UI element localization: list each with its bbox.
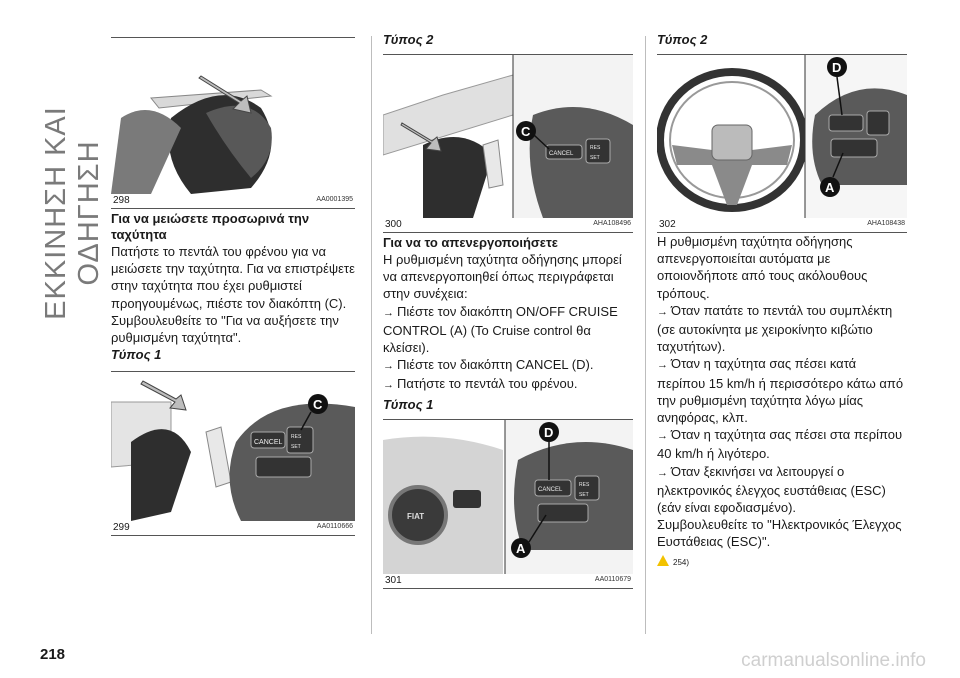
fiat-logo: FIAT <box>407 512 424 521</box>
arrow-icon: → <box>657 305 668 318</box>
arrow-icon: → <box>383 360 394 373</box>
type-label: Τύπος 1 <box>383 396 434 412</box>
paragraph: Συμβουλευθείτε το "Ηλεκτρονικός Έλεγχος … <box>657 517 902 550</box>
svg-text:SET: SET <box>579 492 589 498</box>
arrow-icon: → <box>383 306 394 319</box>
section-heading: Για να μειώσετε προσωρινά την ταχύτητα <box>111 211 310 242</box>
figure-number: 302 <box>659 219 676 230</box>
cancel-label: CANCEL <box>254 439 283 446</box>
section-heading: Για να το απενεργοποιήσετε <box>383 235 558 250</box>
svg-text:C: C <box>521 124 531 139</box>
steering-wheel-switch-illustration: FIAT CANCEL RES SET D A <box>383 419 633 574</box>
list-item: →Όταν πατάτε το πεντάλ του συμπλέκτη (σε… <box>657 302 893 355</box>
list-item: →Όταν η ταχύτητα σας πέσει στα περίπου 4… <box>657 427 903 462</box>
arrow-icon: → <box>657 359 668 372</box>
arrow-icon: → <box>657 466 668 479</box>
warning-reference: 254) <box>657 554 907 567</box>
list-item: →Όταν η ταχύτητα σας πέσει κατά περίπου … <box>657 356 904 426</box>
column-divider <box>645 36 646 634</box>
column-divider <box>371 36 372 634</box>
figure-300: CANCEL RES SET C 300 AHA108496 <box>383 54 633 233</box>
list-item: →Πιέστε τον διακόπτη ON/OFF CRUISE CONTR… <box>383 303 618 356</box>
column-1: 298 AA0001395 Για να μειώσετε προσωρινά τ… <box>111 30 355 537</box>
figure-code: AHA108496 <box>593 220 631 227</box>
figure-number: 298 <box>113 195 130 206</box>
steering-wheel-illustration: D A <box>657 55 907 218</box>
figure-number: 300 <box>385 219 402 230</box>
svg-text:CANCEL: CANCEL <box>538 487 563 493</box>
figure-code: AA0110666 <box>316 523 353 531</box>
callout-a <box>511 537 531 558</box>
svg-text:RES: RES <box>579 482 590 488</box>
figure-number: 299 <box>113 522 130 534</box>
callout-a <box>820 177 840 197</box>
paragraph: Η ρυθμισμένη ταχύτητα οδήγησης μπορεί να… <box>383 252 622 302</box>
figure-code: AHA108438 <box>867 220 905 227</box>
column-2: Τύπος 2 CANCEL RES SET C 300 AHA108496 <box>383 30 633 589</box>
warning-icon <box>657 554 669 566</box>
stalk-illustration <box>111 38 355 194</box>
res-label: RES <box>291 434 302 440</box>
page-number: 218 <box>40 646 66 663</box>
stalk-switch-illustration: CANCEL RES SET C <box>383 55 633 218</box>
type-label: Τύπος 2 <box>657 32 708 47</box>
figure-299: CANCEL RES SET C 299 AA0110666 <box>111 371 355 537</box>
svg-text:D: D <box>544 425 553 440</box>
svg-text:A: A <box>516 541 526 556</box>
arrow-icon: → <box>383 379 394 392</box>
figure-298: 298 AA0001395 <box>111 37 355 209</box>
paragraph: Πατήστε το πεντάλ του φρένου για να μειώ… <box>111 244 355 346</box>
set-label: SET <box>291 444 301 450</box>
svg-text:SET: SET <box>590 155 600 161</box>
sidebar: ΕΚΚΙΝΗΣΗ ΚΑΙ ΟΔΗΓΗΣΗ <box>40 40 105 340</box>
figure-code: AA0110679 <box>594 575 631 583</box>
figure-302: D A 302 AHA108438 <box>657 54 907 233</box>
svg-text:A: A <box>825 180 835 195</box>
figure-code: AA0001395 <box>316 196 353 203</box>
type-label: Τύπος 2 <box>383 32 434 47</box>
list-item: →Πατήστε το πεντάλ του φρένου. <box>383 375 633 394</box>
callout-d <box>539 421 559 442</box>
paragraph: Η ρυθμισμένη ταχύτητα οδήγησης απενεργοπ… <box>657 234 868 301</box>
svg-text:C: C <box>313 397 323 412</box>
svg-text:D: D <box>832 60 841 75</box>
arrow-icon: → <box>657 430 668 443</box>
chapter-title: ΕΚΚΙΝΗΣΗ ΚΑΙ ΟΔΗΓΗΣΗ <box>40 106 105 320</box>
figure-301: FIAT CANCEL RES SET D A 301 AA0110679 <box>383 418 633 589</box>
column-3: Τύπος 2 D A 302 AHA108438 <box>657 30 907 567</box>
svg-text:RES: RES <box>590 145 601 151</box>
type-label: Τύπος 1 <box>111 347 162 363</box>
list-item: →Όταν ξεκινήσει να λειτουργεί ο ηλεκτρον… <box>657 463 886 516</box>
callout-d <box>827 57 847 77</box>
callout-c <box>308 394 328 415</box>
watermark: carmanualsonline.info <box>741 650 926 671</box>
figure-number: 301 <box>385 574 402 586</box>
callout-c <box>516 121 536 141</box>
steering-switch-illustration: CANCEL RES SET C <box>111 372 355 522</box>
svg-text:CANCEL: CANCEL <box>549 151 574 157</box>
list-item: →Πιέστε τον διακόπτη CANCEL (D). <box>383 356 633 375</box>
